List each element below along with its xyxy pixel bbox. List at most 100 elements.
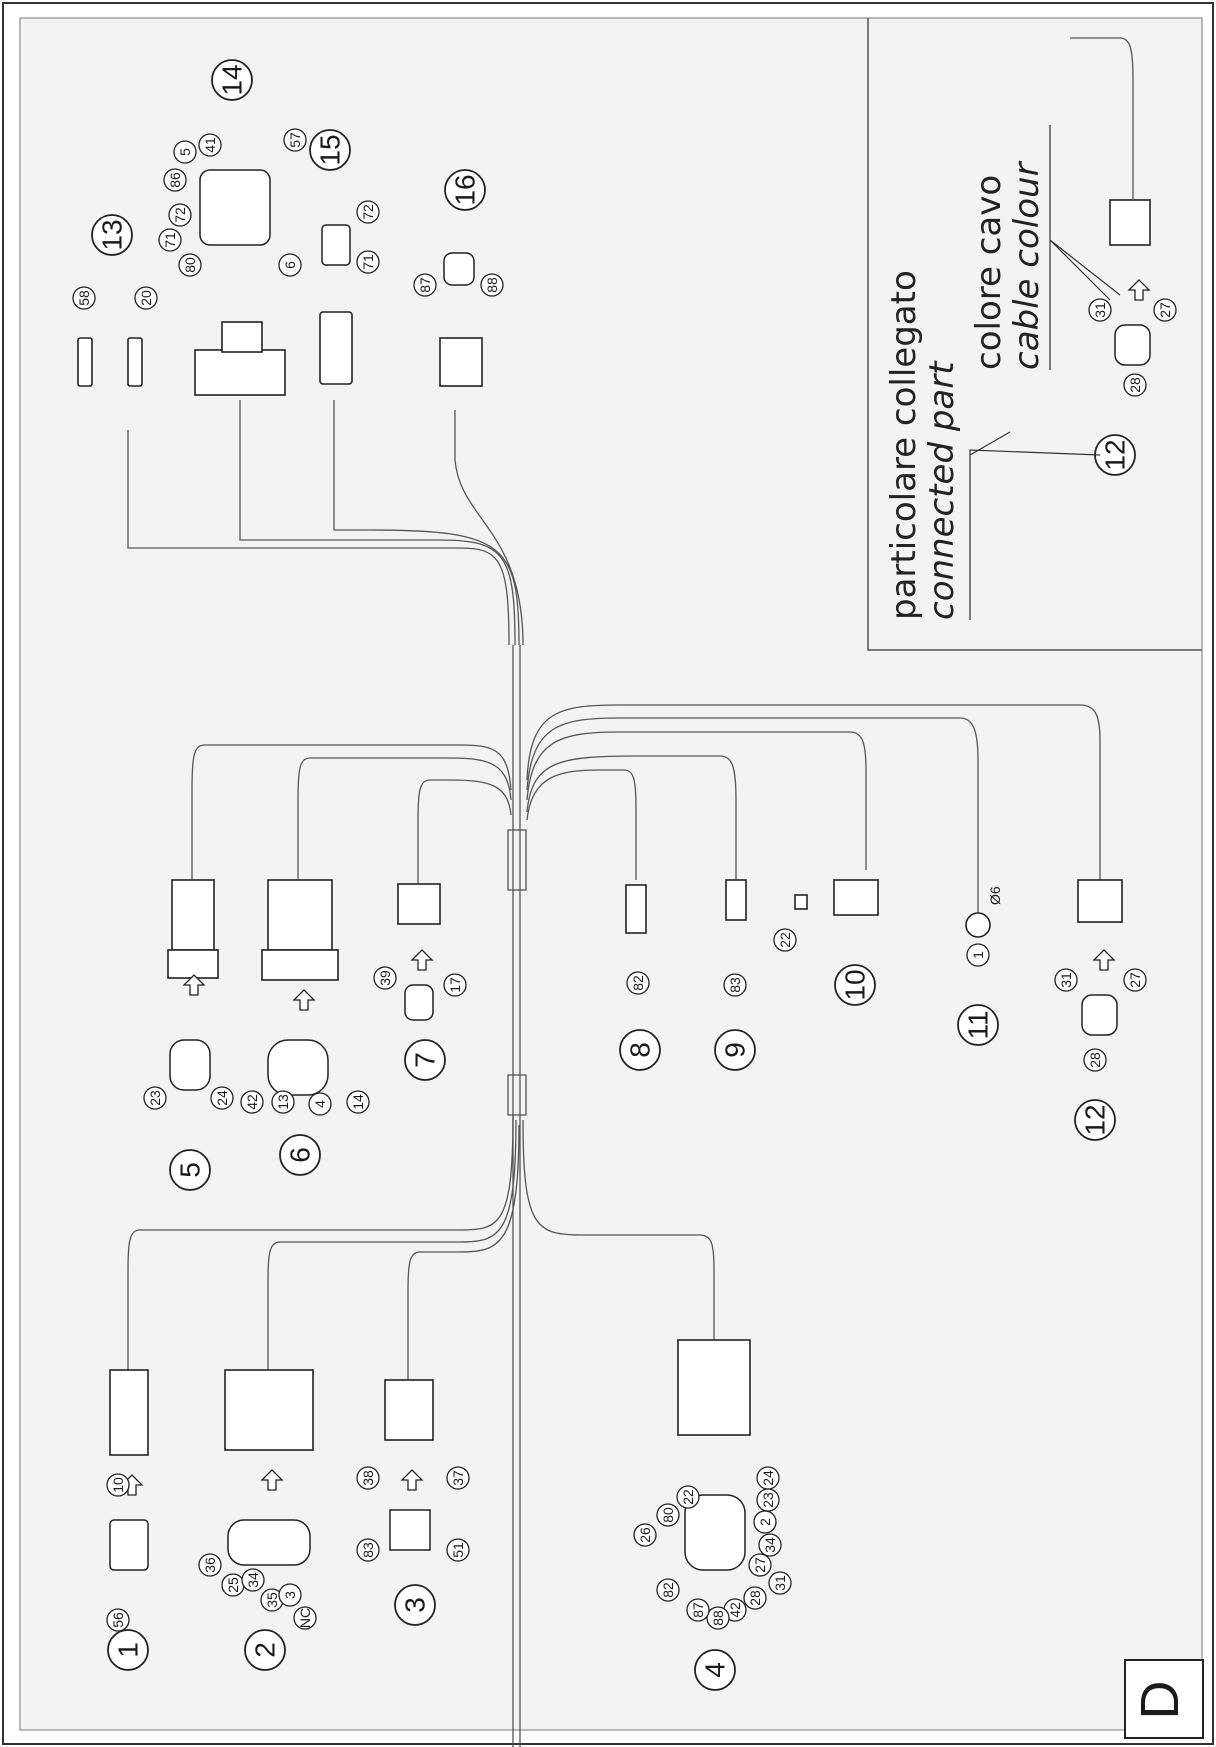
pin-3-83: 83 bbox=[356, 1538, 380, 1562]
group-label-3: 3 bbox=[394, 1584, 436, 1626]
pin-8-82-circle bbox=[626, 971, 650, 995]
group-label-2: 2 bbox=[244, 1629, 286, 1671]
group-label-4-text: 4 bbox=[700, 1662, 731, 1678]
pin-7-17-circle bbox=[443, 973, 467, 997]
pin-4-2-circle bbox=[753, 1510, 777, 1534]
pin-5-24: 24 bbox=[210, 1086, 234, 1110]
pin-4-87: 87 bbox=[686, 1598, 710, 1622]
pin-5-24-text: 24 bbox=[214, 1090, 230, 1106]
pin-4-2: 2 bbox=[753, 1510, 777, 1534]
pin-12-28-text: 28 bbox=[1087, 1052, 1103, 1068]
pin-7-39-circle bbox=[373, 966, 397, 990]
group-label-12-text: 12 bbox=[1080, 1104, 1111, 1135]
pin-5-23-circle bbox=[143, 1086, 167, 1110]
pin-4-22-text: 22 bbox=[680, 1489, 696, 1505]
pin-2-3: 3 bbox=[278, 1583, 302, 1607]
pin-14-6: 6 bbox=[278, 253, 302, 277]
pin-16-87-text: 87 bbox=[417, 277, 433, 293]
group-label-10-circle bbox=[834, 964, 876, 1006]
pin-3-38-text: 38 bbox=[360, 1470, 376, 1486]
pin-13-58-circle bbox=[72, 286, 96, 310]
group-label-8-text: 8 bbox=[625, 1042, 656, 1058]
pin-14-86: 86 bbox=[163, 168, 187, 192]
pin-4-87-text: 87 bbox=[690, 1602, 706, 1618]
pin-4-31: 31 bbox=[768, 1571, 792, 1595]
pin-6-13: 13 bbox=[271, 1090, 295, 1114]
pin-4-22: 22 bbox=[676, 1485, 700, 1509]
pin-4-31-circle bbox=[768, 1571, 792, 1595]
legend-pin-28: 28 bbox=[1123, 373, 1147, 397]
pin-2-25-text: 25 bbox=[225, 1577, 241, 1593]
connector-1-body bbox=[109, 1369, 149, 1456]
pin-2-NC: NC bbox=[293, 1606, 317, 1630]
pin-14-80: 80 bbox=[178, 253, 202, 277]
pin-4-27-text: 27 bbox=[752, 1557, 768, 1573]
group-label-2-circle bbox=[244, 1629, 286, 1671]
pin-12-31-text: 31 bbox=[1058, 972, 1074, 988]
pin-6-42-text: 42 bbox=[244, 1094, 260, 1110]
connector-15-body bbox=[319, 311, 353, 385]
pin-14-72-circle bbox=[168, 203, 192, 227]
pin-4-80-text: 80 bbox=[660, 1507, 676, 1523]
pin-14-86-text: 86 bbox=[167, 172, 183, 188]
pin-9-83-circle bbox=[723, 973, 747, 997]
pin-8-82-text: 82 bbox=[630, 975, 646, 991]
pin-4-42-text: 42 bbox=[727, 1602, 743, 1618]
legend-colour-it: colore cavo bbox=[969, 175, 1009, 370]
pin-12-27-circle bbox=[1123, 968, 1147, 992]
pin-11-1: 1 bbox=[966, 943, 990, 967]
group-label-4-circle bbox=[694, 1649, 736, 1691]
pin-4-31-text: 31 bbox=[772, 1575, 788, 1591]
pin-15-72-circle bbox=[356, 200, 380, 224]
group-label-11: 11 bbox=[957, 1004, 999, 1046]
connector-8-body bbox=[625, 884, 647, 934]
group-label-3-circle bbox=[394, 1584, 436, 1626]
legend-colour-en: cable colour bbox=[1007, 160, 1047, 370]
pin-2-36-circle bbox=[198, 1553, 222, 1577]
legend-ref-number: 12 bbox=[1094, 434, 1136, 476]
group-label-6-circle bbox=[279, 1134, 321, 1176]
pin-2-NC-text: NC bbox=[297, 1608, 313, 1628]
pin-4-2-text: 2 bbox=[757, 1518, 773, 1526]
pin-4-28: 28 bbox=[743, 1586, 767, 1610]
pin-16-87: 87 bbox=[413, 273, 437, 297]
pin-6-42: 42 bbox=[240, 1090, 264, 1114]
pin-4-23: 23 bbox=[756, 1488, 780, 1512]
pin-14-57: 57 bbox=[283, 128, 307, 152]
legend-pin-28-circle bbox=[1123, 373, 1147, 397]
group-label-11-circle bbox=[957, 1004, 999, 1046]
legend-connector bbox=[1109, 199, 1151, 246]
group-label-14-text: 14 bbox=[217, 64, 248, 95]
group-label-9-text: 9 bbox=[720, 1042, 751, 1058]
connector-10-body bbox=[833, 879, 879, 916]
pin-4-28-circle bbox=[743, 1586, 767, 1610]
legend-pin-27-text: 27 bbox=[1157, 302, 1173, 318]
legend-pin-27-circle bbox=[1153, 298, 1177, 322]
group-label-12: 12 bbox=[1074, 1099, 1116, 1141]
pin-12-28: 28 bbox=[1083, 1048, 1107, 1072]
pin-12-27-text: 27 bbox=[1127, 972, 1143, 988]
pin-1-10: 10 bbox=[106, 1473, 130, 1497]
pin-2-34: 34 bbox=[241, 1568, 265, 1592]
pin-5-23: 23 bbox=[143, 1086, 167, 1110]
pin-4-22-circle bbox=[676, 1485, 700, 1509]
group-label-4: 4 bbox=[694, 1649, 736, 1691]
group-label-11-text: 11 bbox=[963, 1010, 994, 1039]
pin-2-25: 25 bbox=[221, 1573, 245, 1597]
group-label-7: 7 bbox=[404, 1039, 446, 1081]
legend-colour: colore cavo cable colour bbox=[969, 160, 1047, 370]
pin-3-37-circle bbox=[446, 1466, 470, 1490]
legend-connected-it: particolare collegato bbox=[884, 270, 924, 620]
legend-wire bbox=[1070, 37, 1134, 200]
pin-3-38: 38 bbox=[356, 1466, 380, 1490]
pin-4-34-text: 34 bbox=[762, 1537, 778, 1553]
pin-6-13-circle bbox=[271, 1090, 295, 1114]
pin-3-38-circle bbox=[356, 1466, 380, 1490]
pin-16-88-text: 88 bbox=[484, 277, 500, 293]
group-label-13-text: 13 bbox=[97, 219, 128, 250]
pin-1-56: 56 bbox=[106, 1608, 130, 1632]
pin-12-31: 31 bbox=[1054, 968, 1078, 992]
pin-3-51-text: 51 bbox=[450, 1542, 466, 1558]
pin-14-5-circle bbox=[173, 140, 197, 164]
pin-1-56-text: 56 bbox=[110, 1612, 126, 1628]
